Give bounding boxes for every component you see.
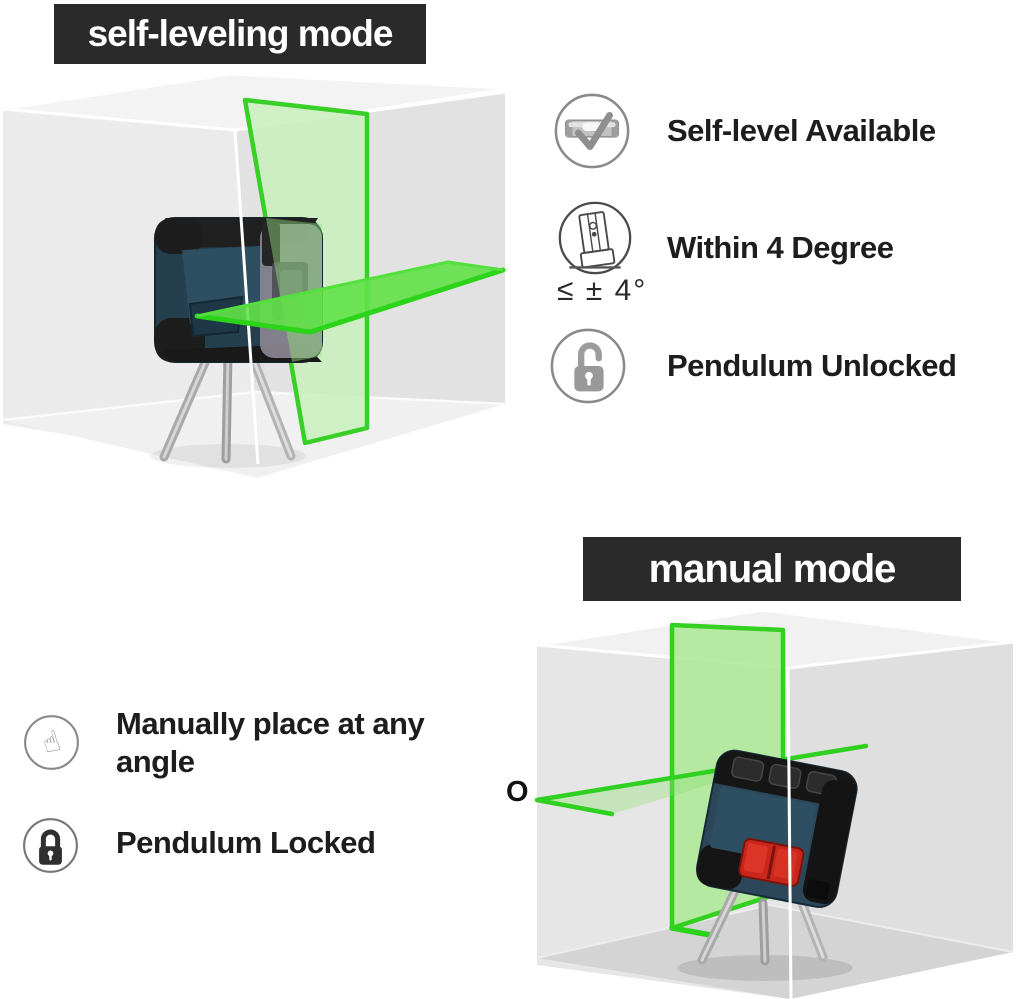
- manual-mode-title-text: manual mode: [648, 546, 897, 591]
- room-floor: [537, 905, 1013, 999]
- horizontal-laser-plane: [194, 260, 506, 335]
- tripod: [159, 346, 296, 464]
- self-leveling-mode-title: self-leveling mode: [54, 4, 426, 64]
- room-floor: [3, 392, 505, 478]
- hand-pointer-icon: ☝: [24, 715, 79, 770]
- manual-mode-title: manual mode: [583, 537, 961, 601]
- padlock-open-icon: [550, 328, 626, 404]
- padlock-closed-icon: [23, 818, 78, 873]
- feature-within-4-degree: Within 4 Degree: [667, 230, 894, 265]
- room-corner-edge: [786, 667, 793, 999]
- spirit-level-check-icon: [554, 93, 630, 169]
- tilt-range-note: ≤ ± 4°: [557, 274, 648, 307]
- vertical-laser-floor-edge: [669, 925, 719, 939]
- feature-pendulum-locked: Pendulum Locked: [116, 825, 376, 860]
- feature-pendulum-unlocked: Pendulum Unlocked: [667, 348, 957, 383]
- device-power-button: [738, 838, 805, 887]
- feature-self-level-available: Self-level Available: [667, 113, 936, 148]
- tripod-shadow: [677, 955, 853, 981]
- manual-room-illustration: [534, 608, 1014, 999]
- self-leveling-mode-title-text: self-leveling mode: [87, 13, 394, 54]
- point-label-o: O: [506, 776, 529, 808]
- self-leveling-room-illustration: [2, 72, 506, 478]
- feature-manually-place: Manually place at any angle: [116, 706, 425, 779]
- laser-level-device-tilted: [696, 749, 858, 908]
- room-corner-edge: [233, 129, 260, 465]
- tilt-range-icon: [558, 201, 632, 275]
